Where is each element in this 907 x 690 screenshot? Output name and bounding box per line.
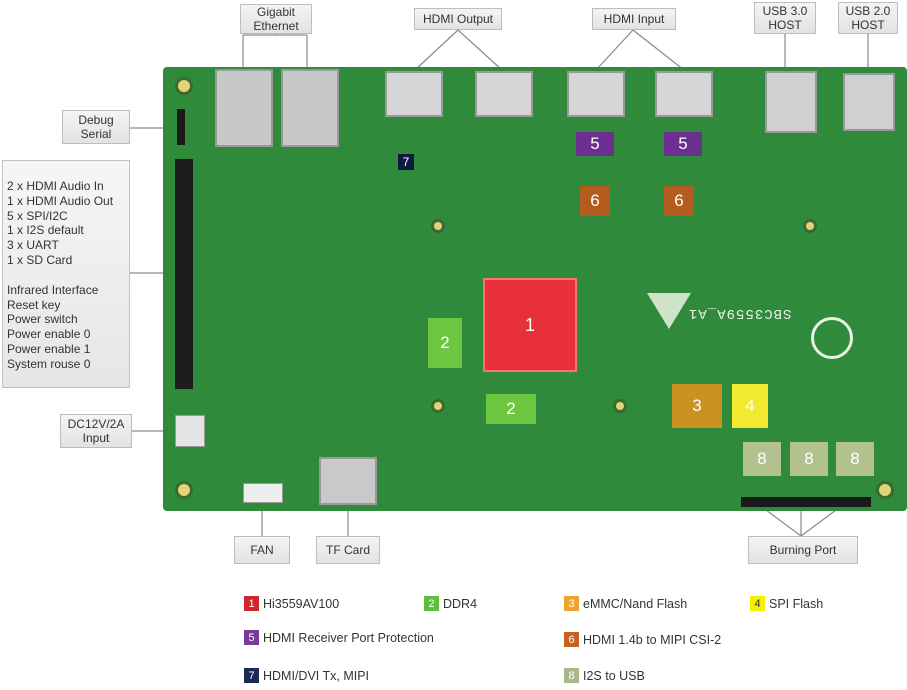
legend-swatch: 3 bbox=[564, 596, 579, 611]
interface-line: 5 x SPI/I2C bbox=[7, 208, 68, 223]
usb2-port bbox=[843, 73, 895, 131]
hdmi-output-port bbox=[385, 71, 443, 117]
board-silkscreen-label: SBC3559A_A1 bbox=[688, 305, 792, 321]
callout-hdmi-output: HDMI Output bbox=[414, 8, 502, 30]
interface-line: Power switch bbox=[7, 312, 78, 327]
fan-connector bbox=[243, 483, 283, 503]
marker-8-i2s-usb: 8 bbox=[790, 442, 828, 476]
expansion-header bbox=[175, 159, 193, 389]
interface-line: Power enable 0 bbox=[7, 327, 91, 342]
legend-item-7: 7 HDMI/DVI Tx, MIPI bbox=[244, 668, 369, 683]
mounting-hole bbox=[431, 219, 445, 233]
callout-label: HDMI Input bbox=[603, 12, 665, 26]
legend-item-5: 5 HDMI Receiver Port Protection bbox=[244, 630, 434, 645]
mounting-hole bbox=[175, 77, 193, 95]
callout-label: USB 3.0 HOST bbox=[762, 4, 808, 32]
legend-label: DDR4 bbox=[443, 596, 478, 611]
marker-5-hdmi-protection: 5 bbox=[664, 132, 702, 156]
legend-swatch: 8 bbox=[564, 668, 579, 683]
interface-list-panel: 2 x HDMI Audio In 1 x HDMI Audio Out 5 x… bbox=[2, 160, 130, 388]
tf-card-slot bbox=[319, 457, 377, 505]
callout-label: Debug Serial bbox=[78, 113, 114, 141]
legend-label: SPI Flash bbox=[769, 596, 824, 611]
interface-line: Reset key bbox=[7, 297, 61, 312]
dc-jack bbox=[175, 415, 205, 447]
interface-line: 1 x I2S default bbox=[7, 223, 84, 238]
interface-line: Power enable 1 bbox=[7, 341, 91, 356]
callout-label: HDMI Output bbox=[422, 12, 494, 26]
marker-1-hi3559av100: 1 bbox=[483, 278, 577, 372]
marker-2-ddr4: 2 bbox=[428, 318, 462, 368]
marker-6-hdmi-to-mipi: 6 bbox=[580, 186, 610, 216]
logo-triangle bbox=[647, 293, 691, 329]
debug-header bbox=[177, 109, 185, 145]
marker-8-i2s-usb: 8 bbox=[743, 442, 781, 476]
callout-fan: FAN bbox=[234, 536, 290, 564]
legend-swatch: 2 bbox=[424, 596, 439, 611]
marker-8-i2s-usb: 8 bbox=[836, 442, 874, 476]
legend-label: HDMI 1.4b to MIPI CSI-2 bbox=[583, 632, 722, 647]
usb3-port bbox=[765, 71, 817, 133]
interface-line: Infrared Interface bbox=[7, 282, 99, 297]
mounting-hole bbox=[613, 399, 627, 413]
legend-item-8: 8 I2S to USB bbox=[564, 668, 645, 683]
legend-label: HDMI/DVI Tx, MIPI bbox=[263, 668, 370, 683]
legend-swatch: 5 bbox=[244, 630, 259, 645]
burning-header bbox=[827, 497, 871, 507]
interface-line: 1 x SD Card bbox=[7, 252, 73, 267]
ethernet-port bbox=[281, 69, 339, 147]
legend-swatch: 7 bbox=[244, 668, 259, 683]
marker-5-hdmi-protection: 5 bbox=[576, 132, 614, 156]
hdmi-output-port bbox=[475, 71, 533, 117]
no-lead-logo bbox=[811, 317, 853, 359]
callout-burning-port: Burning Port bbox=[748, 536, 858, 564]
callout-label: Gigabit Ethernet bbox=[253, 5, 299, 33]
legend-swatch: 4 bbox=[750, 596, 765, 611]
legend-item-4: 4 SPI Flash bbox=[750, 596, 823, 611]
legend-item-2: 2 DDR4 bbox=[424, 596, 477, 611]
callout-label: USB 2.0 HOST bbox=[845, 4, 891, 32]
marker-3-emmc: 3 bbox=[672, 384, 722, 428]
legend-swatch: 1 bbox=[244, 596, 259, 611]
callout-tf-card: TF Card bbox=[316, 536, 380, 564]
mounting-hole bbox=[803, 219, 817, 233]
callout-label: TF Card bbox=[325, 543, 370, 557]
mounting-hole bbox=[175, 481, 193, 499]
mounting-hole bbox=[431, 399, 445, 413]
callout-label: FAN bbox=[250, 543, 274, 557]
callout-gigabit-ethernet: Gigabit Ethernet bbox=[240, 4, 312, 34]
hdmi-input-port bbox=[655, 71, 713, 117]
legend-item-3: 3 eMMC/Nand Flash bbox=[564, 596, 687, 611]
marker-6-hdmi-to-mipi: 6 bbox=[664, 186, 694, 216]
mounting-hole bbox=[876, 481, 894, 499]
marker-2-ddr4: 2 bbox=[486, 394, 536, 424]
callout-usb2-host: USB 2.0 HOST bbox=[838, 2, 898, 34]
legend-item-6: 6 HDMI 1.4b to MIPI CSI-2 bbox=[564, 632, 721, 647]
hdmi-input-port bbox=[567, 71, 625, 117]
legend-swatch: 6 bbox=[564, 632, 579, 647]
interface-line: 3 x UART bbox=[7, 238, 59, 253]
marker-4-spi-flash: 4 bbox=[732, 384, 768, 428]
ethernet-port bbox=[215, 69, 273, 147]
callout-dc-input: DC12V/2A Input bbox=[60, 414, 132, 448]
legend-label: I2S to USB bbox=[583, 668, 645, 683]
legend-label: eMMC/Nand Flash bbox=[583, 596, 688, 611]
interface-line: System rouse 0 bbox=[7, 356, 91, 371]
callout-label: Burning Port bbox=[769, 543, 837, 557]
callout-debug-serial: Debug Serial bbox=[62, 110, 130, 144]
legend-label: HDMI Receiver Port Protection bbox=[263, 630, 434, 645]
burning-header bbox=[741, 497, 785, 507]
callout-hdmi-input: HDMI Input bbox=[592, 8, 676, 30]
marker-7-hdmi-tx: 7 bbox=[398, 154, 414, 170]
legend-item-1: 1 Hi3559AV100 bbox=[244, 596, 339, 611]
burning-header bbox=[783, 497, 827, 507]
interface-line: 2 x HDMI Audio In bbox=[7, 179, 104, 193]
legend-label: Hi3559AV100 bbox=[263, 596, 340, 611]
callout-label: DC12V/2A Input bbox=[67, 417, 125, 445]
interface-line: 1 x HDMI Audio Out bbox=[7, 193, 114, 208]
callout-usb3-host: USB 3.0 HOST bbox=[754, 2, 816, 34]
